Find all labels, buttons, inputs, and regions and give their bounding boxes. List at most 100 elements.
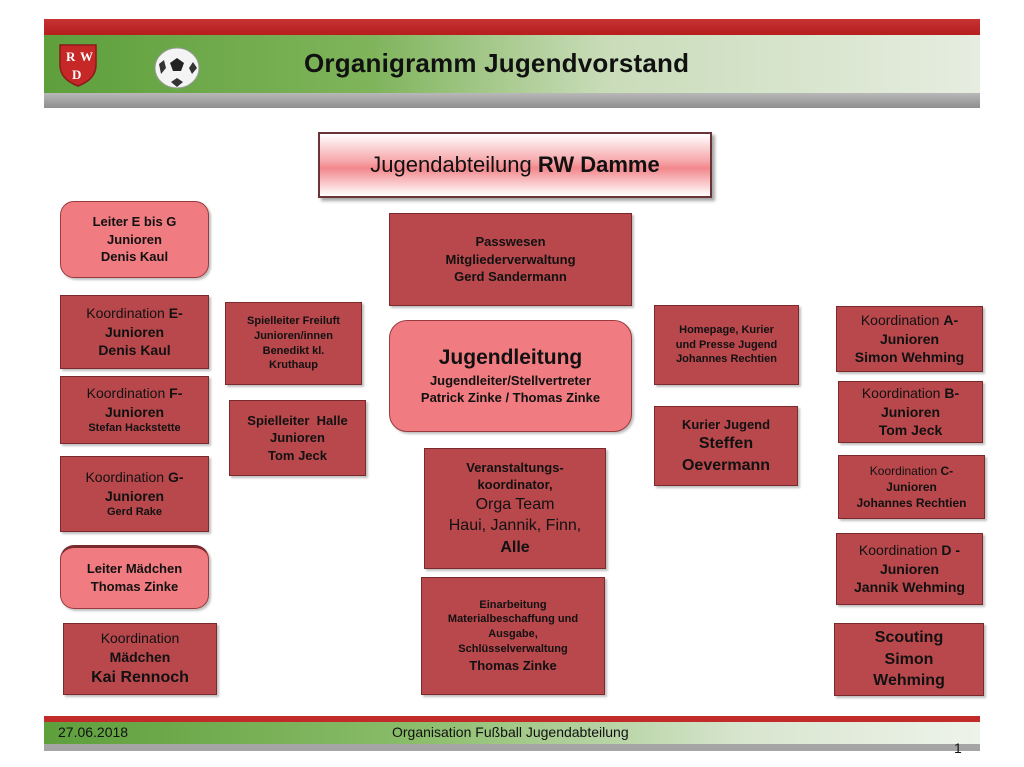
svg-text:W: W xyxy=(80,49,93,64)
banner-club-name: RW Damme xyxy=(537,152,660,177)
box-line: Denis Kaul xyxy=(98,342,171,359)
koordination-label: Koordination xyxy=(85,468,168,485)
jugendleitung-box: Jugendleitung Jugendleiter/Stellvertrete… xyxy=(389,320,632,432)
box-line: Alle xyxy=(500,538,530,556)
box-line: Koordination xyxy=(100,630,180,647)
box-line: Simon xyxy=(884,650,934,668)
age-letter: A- xyxy=(943,311,959,328)
koordination-label: Koordination xyxy=(86,384,170,401)
box-line: Patrick Zinke / Thomas Zinke xyxy=(420,390,601,406)
page-title: Organigramm Jugendvorstand xyxy=(304,48,690,78)
footer-grey-stripe xyxy=(44,744,980,751)
box-line: Kai Rennoch xyxy=(91,669,189,687)
box-line: Veranstaltungs- xyxy=(466,459,564,475)
box-line: Koordination C- xyxy=(870,463,953,479)
box-line: Leiter E bis G xyxy=(92,214,177,230)
box-line: Spielleiter Halle xyxy=(247,412,348,428)
box-line: Gerd Rake xyxy=(106,506,163,519)
box-line: Koordination D - xyxy=(859,541,960,560)
footer-band xyxy=(44,722,980,744)
box-line: Materialbeschaffung und xyxy=(447,613,579,626)
box-line: Einarbeitung xyxy=(479,598,547,611)
age-letter: C- xyxy=(940,463,954,478)
box-line: Scouting xyxy=(874,629,944,647)
koordination-b-box: Koordination B- Junioren Tom Jeck xyxy=(838,381,983,443)
scouting-box: Scouting Simon Wehming xyxy=(834,623,984,696)
box-line: Junioren xyxy=(880,403,941,420)
box-line: Benedikt kl. xyxy=(262,344,325,357)
box-line: Tom Jeck xyxy=(878,422,943,439)
age-letter: E- xyxy=(168,304,183,321)
spielleiter-freiluft-box: Spielleiter Freiluft Junioren/innen Bene… xyxy=(225,302,362,385)
box-line: koordinator, xyxy=(477,477,553,493)
box-line: Junioren xyxy=(270,430,325,446)
koordination-c-box: Koordination C- Junioren Johannes Rechti… xyxy=(838,455,985,519)
footer-date: 27.06.2018 xyxy=(58,724,129,740)
box-line: Koordination G- xyxy=(85,468,183,487)
veranstaltungskoordinator-box: Veranstaltungs- koordinator, Orga Team H… xyxy=(424,448,606,569)
banner-prefix: Jugendabteilung xyxy=(370,152,538,177)
box-line: Mädchen xyxy=(109,649,171,666)
box-line: Jugendleiter/Stellvertreter xyxy=(429,372,592,388)
box-line: Junioren xyxy=(104,487,165,504)
box-line: Johannes Rechtien xyxy=(676,353,777,366)
footer-red-stripe xyxy=(44,716,980,722)
kurier-jugend-box: Kurier Jugend Steffen Oevermann xyxy=(654,406,798,486)
box-line: Kruthaup xyxy=(269,359,318,372)
koordination-e-box: Koordination E- Junioren Denis Kaul xyxy=(60,295,209,369)
svg-text:D: D xyxy=(72,67,81,82)
age-letter: B- xyxy=(944,384,960,401)
footer-text: Organisation Fußball Jugendabteilung xyxy=(392,724,629,740)
box-line: Jannik Wehming xyxy=(854,579,965,596)
box-line: Junioren xyxy=(104,323,165,340)
box-line: Johannes Rechtien xyxy=(856,496,967,511)
box-line: Simon Wehming xyxy=(854,349,965,366)
svg-text:R: R xyxy=(66,49,76,64)
box-line: Steffen xyxy=(698,435,754,453)
box-line: Junioren/innen xyxy=(254,329,333,342)
header-grey-stripe xyxy=(44,93,980,108)
leiter-maedchen-box: Leiter Mädchen Thomas Zinke xyxy=(60,545,209,609)
box-line: Orga Team xyxy=(475,495,555,513)
box-line: Stefan Hackstette xyxy=(88,422,181,435)
jugendleitung-title: Jugendleitung xyxy=(438,346,583,370)
box-line: Wehming xyxy=(873,672,945,690)
box-line: Junioren xyxy=(886,479,937,494)
age-letter: D - xyxy=(941,541,961,558)
soccer-ball-icon xyxy=(154,47,200,89)
box-line: Koordination A- xyxy=(861,311,958,330)
box-line: Spielleiter Freiluft xyxy=(247,314,340,327)
homepage-kurier-box: Homepage, Kurier und Presse Jugend Johan… xyxy=(654,305,799,385)
box-line: Gerd Sandermann xyxy=(454,269,567,285)
koordination-a-box: Koordination A- Junioren Simon Wehming xyxy=(836,306,983,372)
box-line: Homepage, Kurier xyxy=(679,323,774,336)
box-line: Junioren xyxy=(879,330,940,347)
box-line: Passwesen xyxy=(475,234,546,250)
box-line: Junioren xyxy=(107,231,162,247)
box-line: und Presse Jugend xyxy=(675,338,778,351)
box-line: Kurier Jugend xyxy=(681,416,771,432)
koordination-label: Koordination xyxy=(858,541,942,558)
koordination-label: Koordination xyxy=(860,311,944,328)
header-red-stripe xyxy=(44,19,980,35)
box-line: Koordination E- xyxy=(86,304,183,323)
koordination-g-box: Koordination G- Junioren Gerd Rake xyxy=(60,456,209,532)
koordination-label: Koordination xyxy=(869,463,941,478)
box-line: Mitgliederverwaltung xyxy=(445,251,576,267)
page-number: 1 xyxy=(954,740,962,756)
header-band xyxy=(44,35,980,93)
box-line: Ausgabe, xyxy=(488,628,538,641)
box-line: Koordination B- xyxy=(862,384,959,403)
box-line: Denis Kaul xyxy=(100,249,169,265)
age-letter: G- xyxy=(167,468,184,485)
box-line: Thomas Zinke xyxy=(469,657,557,673)
koordination-f-box: Koordination F- Junioren Stefan Hackstet… xyxy=(60,376,209,444)
material-schluessel-box: Einarbeitung Materialbeschaffung und Aus… xyxy=(421,577,605,695)
passwesen-box: Passwesen Mitgliederverwaltung Gerd Sand… xyxy=(389,213,632,306)
box-line: Oevermann xyxy=(681,456,771,474)
box-line: Koordination F- xyxy=(87,384,183,403)
koordination-d-box: Koordination D - Junioren Jannik Wehming xyxy=(836,533,983,605)
box-line: Haui, Jannik, Finn, xyxy=(448,517,582,535)
club-crest-logo: R W D xyxy=(59,44,97,87)
box-line: Junioren xyxy=(104,403,165,420)
